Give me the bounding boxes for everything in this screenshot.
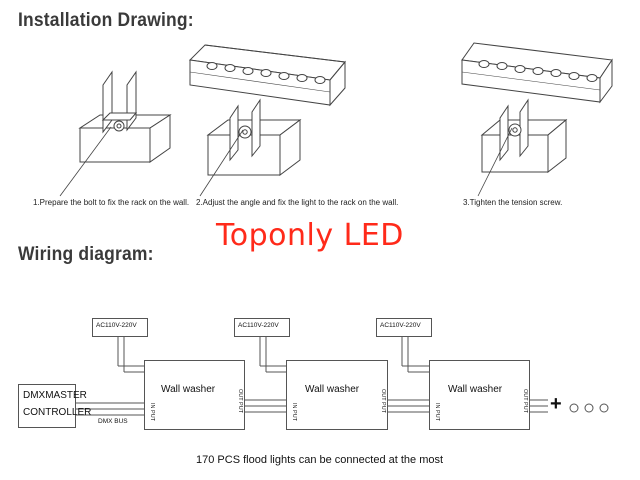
wall-washer-unit-2: Wall washer IN PUT OUT PUT	[286, 360, 388, 430]
controller-label-line2: CONTROLLER	[23, 407, 92, 418]
footer-note: 170 PCS flood lights can be connected at…	[196, 454, 444, 466]
wiring-lines	[76, 337, 548, 416]
input-label: IN PUT	[434, 403, 440, 422]
power-label: AC110V-220V	[380, 322, 421, 329]
output-label: OUT PUT	[380, 389, 386, 414]
continuation-circles	[569, 403, 609, 413]
step3-illustration	[461, 42, 613, 197]
wall-washer-unit-1: Wall washer IN PUT OUT PUT	[144, 360, 245, 430]
power-box-2: AC110V-220V	[234, 318, 290, 337]
input-label: IN PUT	[149, 403, 155, 422]
step2-caption: 2.Adjust the angle and fix the light to …	[196, 198, 399, 207]
input-label: IN PUT	[291, 403, 297, 422]
continuation-circle	[584, 403, 594, 413]
power-label: AC110V-220V	[238, 322, 279, 329]
step2-illustration	[188, 44, 346, 197]
step3-caption: 3.Tighten the tension screw.	[463, 198, 563, 207]
installation-title: Installation Drawing:	[18, 10, 194, 31]
power-box-1: AC110V-220V	[92, 318, 148, 337]
wall-washer-label: Wall washer	[161, 384, 216, 395]
continuation-circle	[599, 403, 609, 413]
dmx-controller-box: DMXMASTER CONTROLLER	[18, 384, 91, 428]
wall-washer-unit-3: Wall washer IN PUT OUT PUT	[429, 360, 530, 430]
dmx-bus-label: DMX BUS	[98, 418, 128, 425]
output-label: OUT PUT	[522, 389, 528, 414]
power-label: AC110V-220V	[96, 322, 137, 329]
power-box-3: AC110V-220V	[376, 318, 432, 337]
wall-washer-label: Wall washer	[448, 384, 503, 395]
step1-caption: 1.Prepare the bolt to fix the rack on th…	[33, 198, 190, 207]
wall-washer-label: Wall washer	[305, 384, 360, 395]
continuation-circle	[569, 403, 579, 413]
output-label: OUT PUT	[237, 389, 243, 414]
step1-illustration	[59, 70, 172, 197]
controller-label-line1: DMXMASTER	[23, 390, 87, 401]
watermark: Toponly LED	[216, 218, 404, 253]
wiring-title: Wiring diagram:	[18, 244, 154, 265]
plus-symbol: +	[550, 393, 562, 415]
